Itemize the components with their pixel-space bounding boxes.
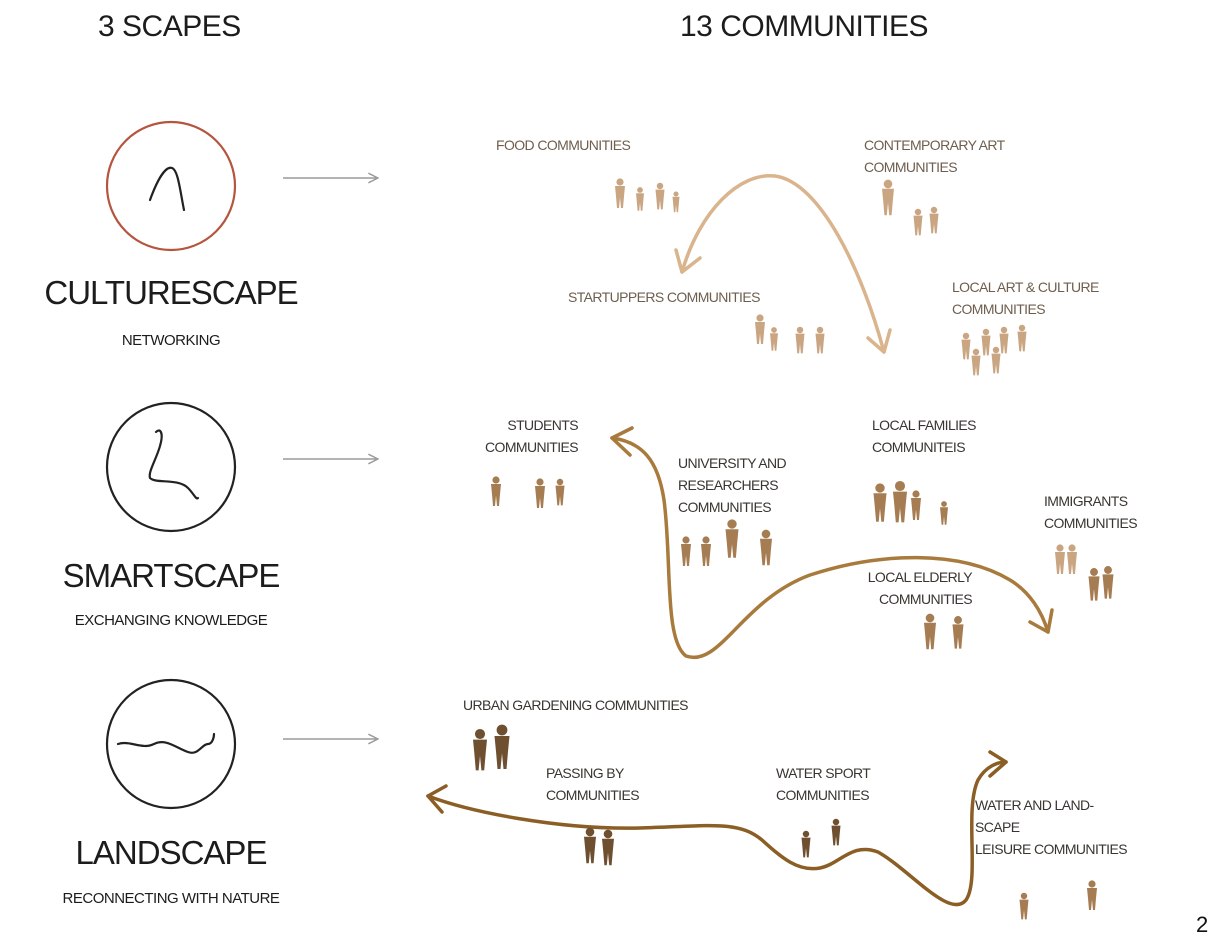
culturescape-subtitle: NETWORKING: [121, 332, 221, 349]
water-sport-figures: [801, 818, 841, 858]
students-figures: [491, 476, 565, 508]
immigrants-figures-dark: [1088, 566, 1114, 601]
label-local-art-culture-communities: LOCAL ART & CULTURE COMMUNITIES: [952, 279, 1099, 317]
label-water-sport-communities: WATER SPORT COMMUNITIES: [776, 765, 871, 803]
landscape-title: LANDSCAPE: [75, 834, 268, 871]
smartscape-subtitle: EXCHANGING KNOWLEDGE: [74, 612, 268, 629]
page-number: 2: [1196, 912, 1208, 937]
label-students-communities: STUDENTS COMMUNITIES: [485, 417, 579, 455]
immigrants-figures: [1055, 544, 1077, 574]
culturescape-title: CULTURESCAPE: [44, 274, 298, 311]
culture-flow-arrow: [674, 174, 892, 354]
smartscape-icon: [105, 401, 237, 533]
culturescape-icon: [105, 120, 237, 252]
smart-flow-arrow: [610, 426, 1054, 660]
communities-heading: 13 COMMUNITIES: [680, 10, 929, 43]
local-elderly-figures: [924, 613, 964, 650]
label-university-researchers-communities: UNIVERSITY AND RESEARCHERS COMMUNITIES: [678, 455, 787, 515]
landscape-icon: [105, 678, 237, 810]
label-water-landscape-leisure-communities: WATER AND LAND- SCAPE LEISURE COMMUNITIE…: [975, 797, 1128, 857]
passing-by-figures: [584, 827, 614, 866]
label-contemporary-art-communities: CONTEMPORARY ART COMMUNITIES: [864, 137, 1005, 175]
university-figures: [681, 519, 772, 566]
local-families-figures: [873, 480, 948, 525]
landscape-subtitle: RECONNECTING WITH NATURE: [62, 890, 280, 907]
label-local-families-communities: LOCAL FAMILIES COMMUNITEIS: [872, 417, 977, 455]
label-food-communities: FOOD COMMUNITIES: [496, 137, 631, 153]
leisure-figures: [1019, 880, 1097, 920]
smartscape-title: SMARTSCAPE: [62, 557, 281, 594]
urban-gardening-figures: [473, 724, 510, 771]
contemporary-art-figures: [882, 179, 939, 236]
label-immigrants-communities: IMMIGRANTS COMMUNITIES: [1044, 493, 1138, 531]
startuppers-figures: [755, 314, 825, 354]
food-communities-figures: [615, 178, 680, 213]
local-art-figures: [961, 324, 1027, 376]
label-passing-by-communities: PASSING BY COMMUNITIES: [546, 765, 640, 803]
label-urban-gardening-communities: URBAN GARDENING COMMUNITIES: [463, 697, 689, 713]
scapes-heading: 3 SCAPES: [98, 10, 241, 43]
label-startuppers-communities: STARTUPPERS COMMUNITIES: [568, 289, 760, 305]
land-flow-arrow: [426, 750, 1008, 907]
label-local-elderly-communities: LOCAL ELDERLY COMMUNITIES: [867, 569, 973, 607]
